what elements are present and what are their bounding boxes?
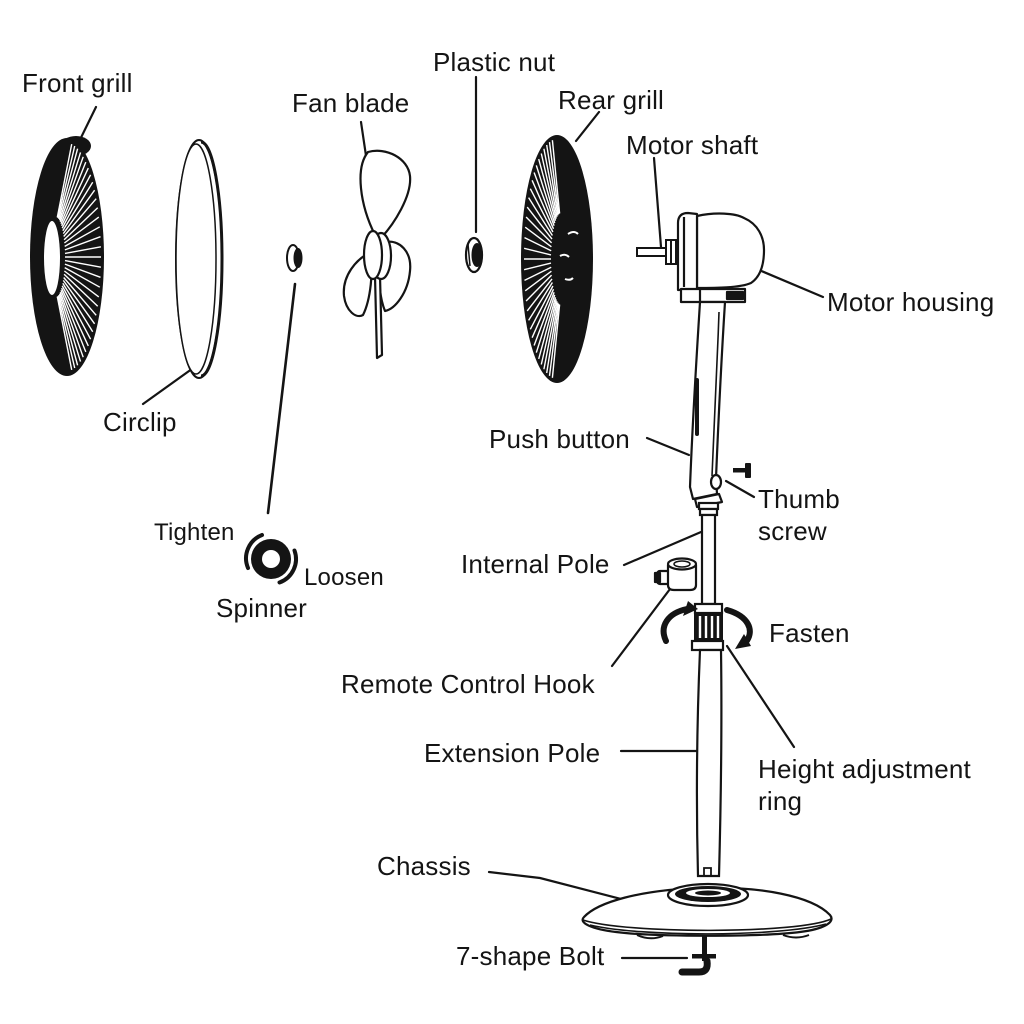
label-loosen: Loosen — [304, 564, 384, 591]
label-height-adjustment-ring: Height adjustment ring — [758, 754, 971, 816]
seven-shape-bolt-art — [678, 936, 716, 976]
label-thumb-screw: Thumb screw — [758, 484, 840, 546]
leader-remote-hook — [610, 587, 672, 668]
label-motor-housing: Motor housing — [827, 287, 995, 317]
leader-spinner — [266, 282, 297, 515]
label-chassis: Chassis — [377, 851, 471, 881]
leader-height-ring — [725, 644, 796, 749]
label-remote-control-hook: Remote Control Hook — [341, 669, 595, 699]
height-adjustment-ring-art — [690, 602, 725, 652]
rear-grill-art — [521, 135, 593, 383]
label-circlip: Circlip — [103, 407, 177, 437]
label-front-grill: Front grill — [22, 68, 133, 98]
thumb-screw-art — [733, 463, 751, 478]
leader-internal-pole — [622, 530, 703, 567]
leader-motor-shaft — [652, 156, 663, 249]
circlip-art — [175, 139, 224, 379]
label-spinner: Spinner — [216, 593, 308, 623]
label-7-shape-bolt: 7-shape Bolt — [456, 941, 605, 971]
motor-shaft-art — [636, 239, 682, 265]
label-tighten: Tighten — [154, 519, 235, 546]
leader-chassis — [487, 870, 650, 908]
push-button-pole-art — [688, 300, 727, 509]
plastic-nut-art — [464, 236, 484, 274]
label-fan-blade: Fan blade — [292, 88, 410, 118]
label-plastic-nut: Plastic nut — [433, 47, 556, 77]
fan-blade-art — [342, 149, 412, 360]
fasten-arrows — [660, 601, 753, 649]
extension-pole-art — [695, 648, 723, 878]
leader-circlip — [141, 364, 198, 406]
label-motor-shaft: Motor shaft — [626, 130, 759, 160]
label-push-button: Push button — [489, 424, 630, 454]
label-extension-pole: Extension Pole — [424, 738, 601, 768]
spinner-part-art — [286, 244, 303, 272]
leader-thumb-screw — [724, 479, 756, 499]
internal-pole-art — [697, 501, 720, 606]
remote-control-hook-art — [653, 557, 698, 592]
leader-rear-grill — [574, 110, 601, 143]
spinner-art — [244, 533, 298, 585]
chassis-art — [581, 882, 833, 940]
leader-push-button — [645, 436, 691, 457]
label-internal-pole: Internal Pole — [461, 549, 610, 579]
label-rear-grill: Rear grill — [558, 85, 665, 115]
label-fasten: Fasten — [769, 618, 850, 648]
front-grill-art — [30, 136, 104, 376]
motor-housing-art — [676, 211, 766, 304]
